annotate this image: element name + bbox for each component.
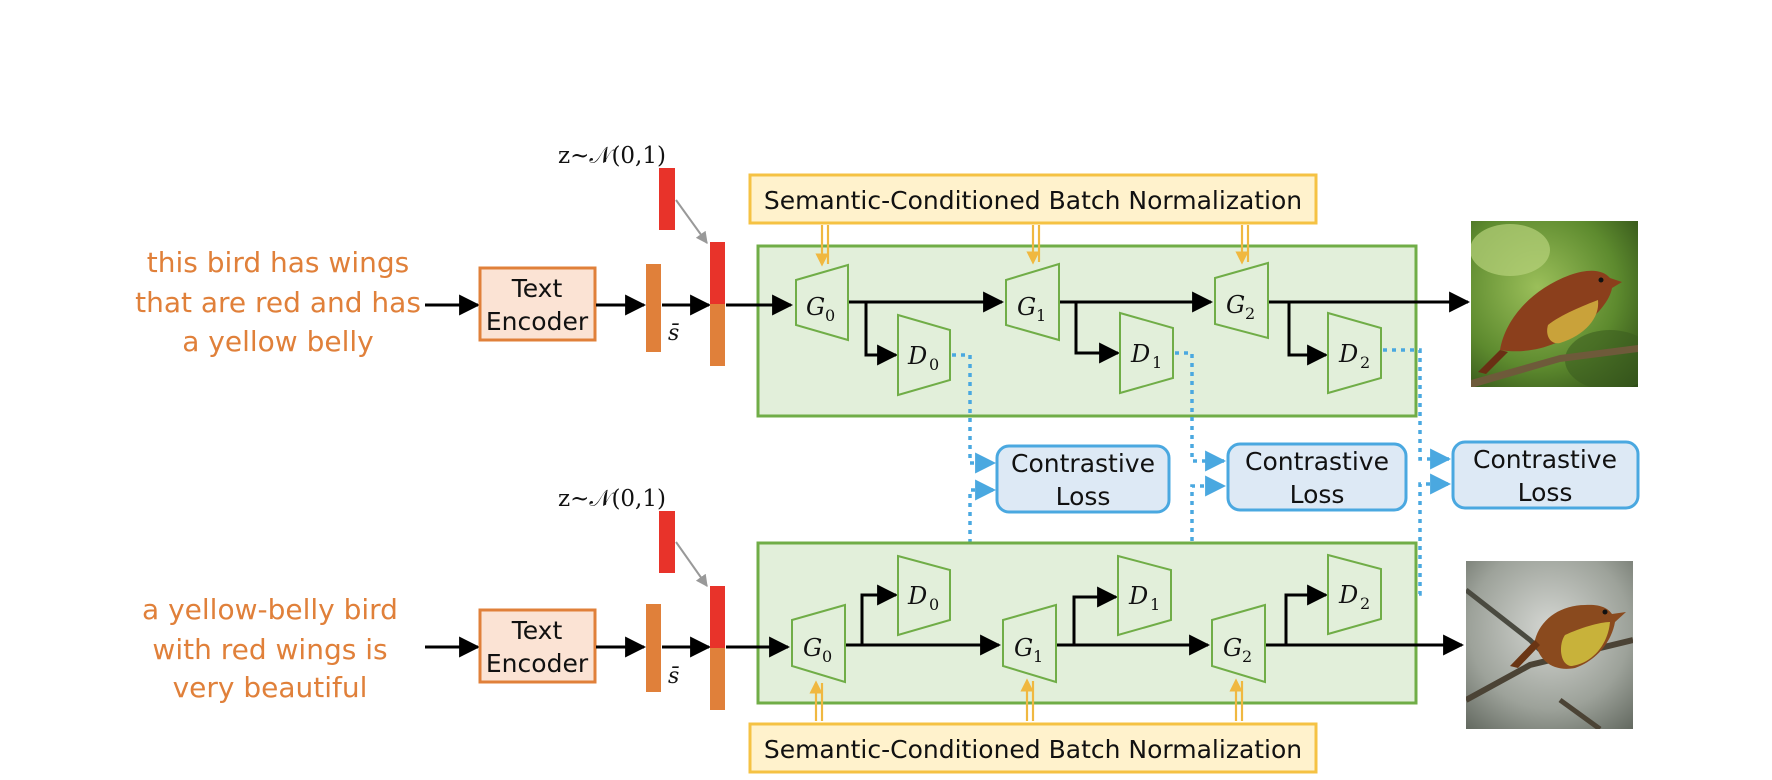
- bottom-d1-subscript: 1: [1150, 595, 1160, 614]
- top-discriminator-d0: [897, 313, 951, 397]
- bottom-generator-g0: [791, 603, 846, 684]
- top-g0-to-d0-arrow: [864, 302, 899, 366]
- top-generator-g1: [1005, 262, 1060, 342]
- top-g2-symbol: G: [1226, 291, 1245, 319]
- top-d2-symbol: D: [1338, 340, 1358, 368]
- top-g2-subscript: 2: [1245, 304, 1255, 323]
- bottom-stage-panel: [756, 541, 1418, 705]
- bottom-generator-g1: [1002, 603, 1057, 684]
- top-g0-symbol: G: [806, 293, 825, 321]
- top-sentence-embedding-bar: [646, 264, 661, 352]
- bottom-sentence-embedding-symbol: s̄: [668, 664, 679, 689]
- contrastive-loss-1-line-1: Contrastive: [1011, 449, 1155, 478]
- top-d1-symbol: D: [1130, 340, 1150, 368]
- bottom-concat-vector-lower: [710, 648, 725, 710]
- top-sbn-injection-arrows: [815, 225, 1250, 267]
- top-d0-subscript: 0: [929, 355, 939, 374]
- bottom-caption-line-1: a yellow-belly bird: [142, 593, 398, 626]
- top-text-encoder-label-line-2: Encoder: [486, 307, 589, 336]
- top-discriminator-d1: [1119, 311, 1174, 395]
- bottom-text-encoder-label-line-2: Encoder: [486, 649, 589, 678]
- top-d1-subscript: 1: [1152, 353, 1162, 372]
- top-sentence-embedding-symbol: s̄: [668, 321, 679, 346]
- bottom-g2-to-d2-arrow: [1284, 584, 1329, 645]
- top-caption-line-1: this bird has wings: [147, 246, 409, 279]
- bottom-discriminator-d2: [1327, 553, 1382, 636]
- contrastive-loss-box-2: [1226, 442, 1408, 512]
- bottom-d0-symbol: D: [907, 582, 927, 610]
- bottom-noise-to-concat-arrow: [675, 541, 708, 587]
- bottom-d2-subscript: 2: [1360, 594, 1370, 613]
- bottom-g1-to-d1-arrow: [1072, 586, 1119, 645]
- top-text-encoder-box: [478, 266, 597, 342]
- top-text-encoder-label-line-1: Text: [511, 274, 563, 303]
- top-d2-subscript: 2: [1360, 353, 1370, 372]
- contrastive-losses: Contrastive Loss Contrastive Loss Contra…: [952, 348, 1640, 599]
- top-stage-panel: [756, 244, 1418, 418]
- bottom-caption-line-3: very beautiful: [173, 671, 368, 704]
- bottom-g2-subscript: 2: [1242, 647, 1252, 666]
- top-g1-symbol: G: [1017, 293, 1036, 321]
- contrastive-loss-3-line-2: Loss: [1518, 478, 1573, 507]
- top-d0-symbol: D: [907, 342, 927, 370]
- bottom-g1-subscript: 1: [1033, 647, 1043, 666]
- bottom-discriminator-d1: [1117, 554, 1172, 637]
- contrastive-loss-2-line-1: Contrastive: [1245, 447, 1389, 476]
- contrastive-loss-1-line-2: Loss: [1056, 482, 1111, 511]
- noise-to-concat-arrow: [675, 199, 708, 244]
- top-noise-bar: [659, 168, 675, 230]
- bottom-text-encoder-label-line-1: Text: [511, 616, 563, 645]
- generated-bird-image-top: [1471, 221, 1638, 387]
- top-g1-subscript: 1: [1036, 306, 1046, 325]
- bottom-generator-g2: [1211, 603, 1266, 684]
- bottom-noise-bar: [659, 511, 675, 573]
- top-discriminator-d2: [1327, 311, 1382, 395]
- top-sbn-label: Semantic-Conditioned Batch Normalization: [764, 186, 1302, 215]
- contrastive-loss-2-line-2: Loss: [1290, 480, 1345, 509]
- bottom-g0-subscript: 0: [822, 647, 832, 666]
- bottom-caption-line-2: with red wings is: [152, 633, 387, 666]
- top-caption-line-2: that are red and has: [135, 286, 421, 319]
- bottom-d1-symbol: D: [1128, 582, 1148, 610]
- contrastive-loss-3-line-1: Contrastive: [1473, 445, 1617, 474]
- top-sbn-box: [748, 173, 1318, 225]
- top-noise-label: z~𝒩(0,1): [558, 143, 666, 169]
- bottom-g0-symbol: G: [803, 634, 822, 662]
- bottom-g1-symbol: G: [1014, 634, 1033, 662]
- bottom-noise-label: z~𝒩(0,1): [558, 486, 666, 512]
- top-branch: this bird has wings that are red and has…: [135, 143, 1471, 418]
- bottom-g2-symbol: G: [1223, 634, 1242, 662]
- bottom-sbn-injection-arrows: [809, 678, 1244, 721]
- bottom-sbn-label: Semantic-Conditioned Batch Normalization: [764, 735, 1302, 764]
- generated-bird-image-bottom: [1466, 561, 1633, 729]
- contrastive-loss-box-1: [995, 444, 1171, 514]
- bottom-sentence-embedding-bar: [646, 604, 661, 692]
- top-g0-subscript: 0: [825, 306, 835, 325]
- bottom-d2-symbol: D: [1338, 581, 1358, 609]
- bottom-branch: a yellow-belly bird with red wings is ve…: [142, 486, 1465, 774]
- top-g1-to-d1-arrow: [1074, 302, 1121, 364]
- top-g2-to-d2-arrow: [1287, 302, 1329, 366]
- bottom-text-encoder-box: [478, 608, 597, 684]
- bottom-sbn-box: [748, 722, 1318, 774]
- top-caption-line-3: a yellow belly: [182, 325, 373, 358]
- bottom-g0-to-d0-arrow: [860, 584, 899, 645]
- top-concat-vector-lower: [710, 304, 725, 366]
- contrastive-loss-box-3: [1451, 440, 1640, 510]
- top-generator-g0: [795, 263, 849, 342]
- bottom-discriminator-d0: [897, 554, 951, 637]
- bottom-d0-subscript: 0: [929, 595, 939, 614]
- top-generator-g2: [1214, 261, 1269, 340]
